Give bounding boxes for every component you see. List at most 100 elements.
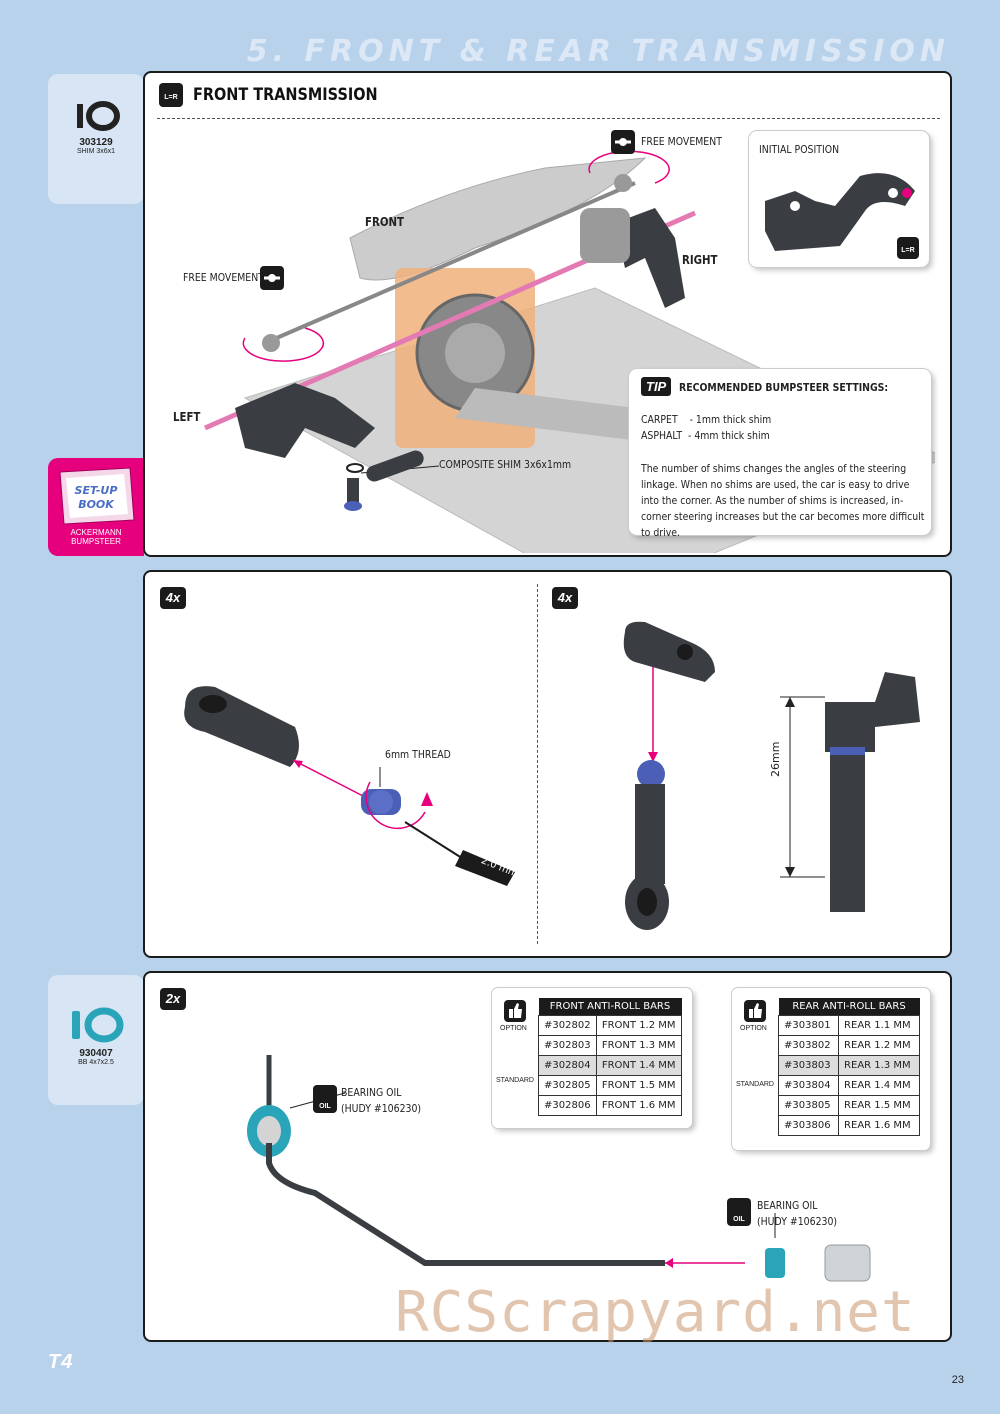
dimension-arrow — [785, 697, 795, 707]
steering-block-illustration — [765, 173, 915, 251]
turnbuckle-illustration — [623, 621, 920, 930]
ball-stud — [347, 478, 359, 506]
watermark: RCScrapyard.net — [395, 1280, 916, 1345]
pivot-ball — [824, 1244, 871, 1282]
ball-end-cup — [184, 686, 299, 767]
anti-roll-bar — [266, 1143, 665, 1266]
front-label: FRONT — [365, 215, 404, 229]
composite-shim-label: COMPOSITE SHIM 3x6x1mm — [439, 458, 572, 471]
diff-hub — [445, 323, 505, 383]
setup-caption-1: ACKERMANN — [70, 528, 122, 537]
ball-end-assembly-panel: 4x 4x 6mm THREAD 2.0 mm 26mm — [143, 570, 952, 958]
free-movement-label-top: FREE MOVEMENT — [641, 135, 722, 148]
steering-link — [264, 181, 636, 345]
assembled-rod-end — [830, 752, 865, 912]
steering-rod-end — [366, 450, 424, 482]
oil-icon: OIL — [727, 1198, 751, 1226]
bearing — [765, 1248, 785, 1278]
ball-end — [262, 334, 280, 352]
hudy-label: (HUDY #106230) — [757, 1215, 838, 1228]
setup-book-title-1: SET-UP — [75, 484, 118, 497]
tip-body: The number of shims changes the angles o… — [641, 462, 925, 539]
assembly-arrow — [292, 759, 366, 798]
arrow-head — [665, 1258, 673, 1268]
lr-symmetric-icon: L=R — [897, 237, 919, 259]
option-label: OPTION — [500, 1025, 527, 1032]
ball-cup — [623, 621, 715, 682]
hex-driver-shaft — [404, 821, 466, 861]
table-title: FRONT ANTI-ROLL BARS — [538, 998, 682, 1016]
quantity-badge: 2x — [160, 988, 186, 1010]
shim-icon — [77, 101, 120, 131]
composite-shim — [346, 463, 364, 473]
anti-roll-bar-illustration — [247, 1055, 871, 1282]
tip-line-asphalt: ASPHALT - 4mm thick shim — [641, 429, 770, 442]
ball-end — [614, 174, 632, 192]
part-desc: SHIM 3x6x1 — [76, 148, 116, 155]
step-divider — [537, 584, 538, 944]
initial-position-marker — [902, 188, 912, 198]
option-label: OPTION — [740, 1025, 767, 1032]
anti-roll-bar-panel: 2x OIL BEARING OIL (HUDY #106230) OIL BE… — [143, 971, 952, 1342]
tip-box: TIP RECOMMENDED BUMPSTEER SETTINGS: CARP… — [629, 369, 931, 539]
free-movement-label-left: FREE MOVEMENT — [183, 271, 264, 284]
rotation-arrow — [242, 327, 325, 362]
rotation-arrow — [365, 781, 426, 829]
setup-caption-2: BUMPSTEER — [71, 537, 121, 546]
part-number: 930407 — [79, 1048, 113, 1059]
table-title: REAR ANTI-ROLL BARS — [778, 998, 920, 1016]
initial-position-inset: INITIAL POSITION L=R — [749, 131, 929, 267]
thread-label: 6mm THREAD — [385, 748, 451, 761]
oil-icon: OIL — [313, 1085, 337, 1113]
t4-logo: T4 — [48, 1351, 74, 1373]
free-movement-icon — [611, 130, 635, 154]
ball-end-hole — [199, 695, 227, 713]
ball-stud — [637, 760, 665, 788]
initial-position-label: INITIAL POSITION — [759, 143, 840, 156]
standard-label: STANDARD — [736, 1081, 774, 1088]
heading-divider — [157, 118, 940, 119]
lr-symmetric-icon: L=R — [159, 83, 183, 107]
front-arb-table-card: OPTION STANDARD FRONT ANTI-ROLL BARS #30… — [492, 988, 692, 1128]
setup-book-tab: SET-UP BOOK ACKERMANN BUMPSTEER — [48, 458, 144, 556]
rotation-arrow — [588, 150, 670, 184]
assembled-ball-stud — [830, 747, 865, 755]
standard-label: STANDARD — [496, 1077, 534, 1084]
ball-stud-ball — [369, 790, 393, 814]
hex-driver-handle — [455, 850, 515, 886]
arrow-head — [421, 792, 433, 806]
part-card-shim: 303129 SHIM 3x6x1 — [48, 74, 144, 204]
hudy-label: (HUDY #106230) — [341, 1102, 422, 1115]
right-steering-block — [615, 208, 685, 308]
ball-stud-head — [344, 501, 362, 511]
bearing-oil-label: BEARING OIL — [757, 1199, 818, 1212]
ball-cup-hole — [677, 644, 693, 660]
left-steering-block — [235, 383, 375, 458]
right-label: RIGHT — [682, 253, 718, 267]
bearing-icon — [72, 1007, 124, 1043]
left-label: LEFT — [173, 410, 201, 424]
page-number: 23 — [951, 1374, 964, 1386]
ball-hole — [888, 188, 898, 198]
steering-block — [765, 173, 915, 251]
thumbs-up-icon — [504, 1000, 526, 1022]
right-hub-carrier — [580, 208, 630, 263]
dimension-label: 26mm — [769, 741, 782, 777]
rod-end-body — [635, 784, 665, 884]
thumbs-up-icon — [744, 1000, 766, 1022]
quantity-badge: 4x — [160, 587, 186, 609]
rear-arb-table-card: OPTION STANDARD REAR ANTI-ROLL BARS #303… — [732, 988, 930, 1150]
part-desc: BB 4x7x2.5 — [78, 1059, 114, 1066]
rod-end-hole — [637, 888, 657, 916]
